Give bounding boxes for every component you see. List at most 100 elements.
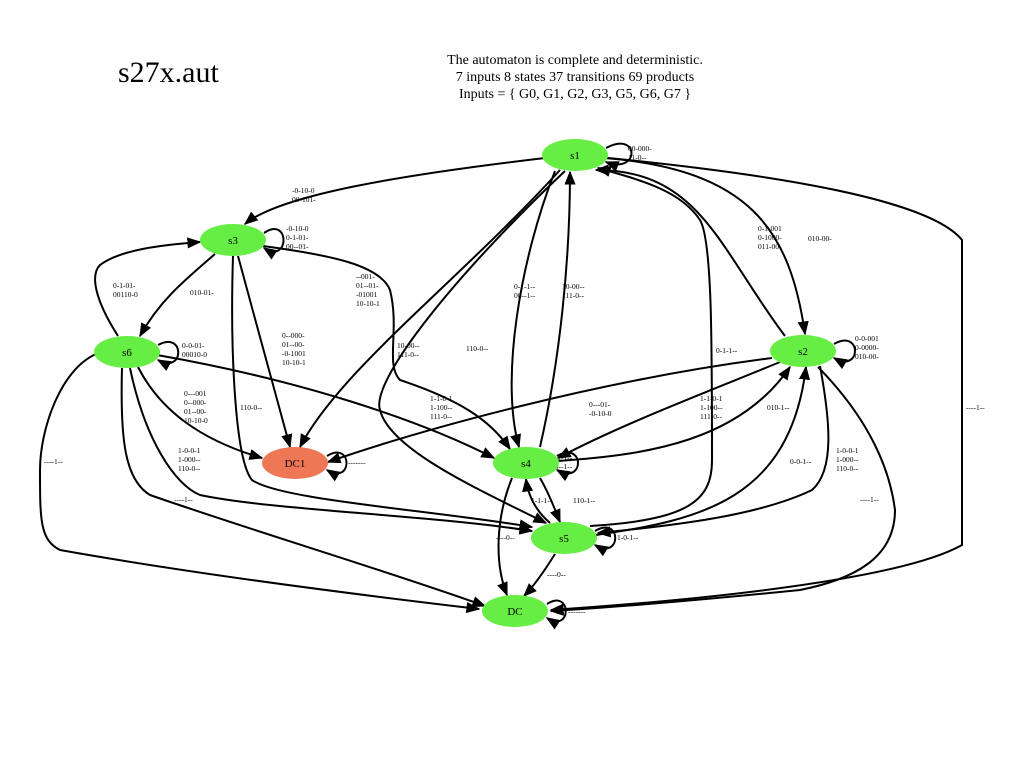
edge-s1-s3 <box>243 157 546 225</box>
edge-label-s1-self: 00-000-11-0-- <box>628 144 652 162</box>
edge-label-line: 10-00-- <box>562 282 585 291</box>
edge-s4-s5 <box>539 477 561 524</box>
edge-s2-s1 <box>594 164 786 337</box>
state-label: s3 <box>228 235 238 247</box>
edge-label-line: 1-0-0-1 <box>836 446 859 455</box>
state-s6: s6 <box>94 336 160 368</box>
edge-label-s5-s2: 0-0-1-- <box>790 457 812 466</box>
state-ellipse <box>770 335 836 367</box>
edge-label-line: 00--01- <box>286 242 309 251</box>
state-ellipse <box>482 595 548 627</box>
edge-label-s4-self: 1-1-1--10--1-- <box>551 453 573 471</box>
edge-s5-self <box>593 526 617 557</box>
edge-DC-self <box>545 599 567 630</box>
edge-label-s6-DC-left: ----1-- <box>44 457 63 466</box>
edge-label-line: -0-1001 <box>282 349 306 358</box>
edge-label-line: -0-10-0 <box>292 186 315 195</box>
edge-s2-DC1 <box>326 357 773 464</box>
edge-s3-DC1 <box>237 255 293 449</box>
edge-label-line: 1-1-0-1 <box>700 394 723 403</box>
state-ellipse <box>493 447 559 479</box>
edge-label-line: 1-100-- <box>430 403 453 412</box>
edge-s4-s1a <box>539 170 576 448</box>
edge-label-line: 010-00- <box>855 352 879 361</box>
edge-layer <box>38 142 964 630</box>
edge-s1-s2 <box>604 157 809 336</box>
edge-label-line: 110-0-- <box>466 344 489 353</box>
edge-s5-s4 <box>522 477 551 524</box>
edge-label-line: 10--1-- <box>551 462 573 471</box>
edge-label-line: 1-0-0-1 <box>178 446 201 455</box>
edge-label-line: 0-0-01- <box>182 341 205 350</box>
edge-label-s6-DC: ----1-- <box>174 495 193 504</box>
summary-line-3: Inputs = { G0, G1, G2, G3, G5, G6, G7 } <box>458 87 692 102</box>
edge-label-s5-s4: 1-1-1-- <box>531 496 553 505</box>
edge-label-s1-s4: 10-00--111-0-- <box>397 341 420 359</box>
edge-label-line: -01001 <box>356 290 377 299</box>
state-s4: s4 <box>493 447 559 479</box>
edge-s6-DC-left <box>38 353 481 614</box>
edge-label-line: 0--000- <box>184 398 207 407</box>
edge-label-line: ----1-- <box>860 495 879 504</box>
edge-label-line: 010-00- <box>808 234 832 243</box>
edge-label-s1-s5: 110-0-- <box>466 344 489 353</box>
edge-label-line: ----1-- <box>44 457 63 466</box>
edge-label-line: 1-100-- <box>700 403 723 412</box>
edge-s3-s6 <box>139 253 216 338</box>
edge-s3-s4 <box>262 245 511 451</box>
state-label: s1 <box>570 150 580 162</box>
edge-label-line: ------- <box>568 607 586 616</box>
edge-label-line: 110-1-- <box>573 496 596 505</box>
edge-label-line: ------- <box>348 458 366 467</box>
state-label: s6 <box>122 347 132 359</box>
edge-label-line: 10-00-- <box>397 341 420 350</box>
edge-label-s3-s5: 110-0-- <box>240 403 263 412</box>
edge-label-line: 0-1-1-- <box>716 346 738 355</box>
edge-label-line: 10-10-0 <box>184 416 208 425</box>
state-label: DC1 <box>285 458 306 470</box>
edge-label-line: 110-0-- <box>836 464 859 473</box>
edge-label-DC-self: ------- <box>568 607 586 616</box>
edge-s2-self <box>832 339 856 370</box>
edge-label-line: ----1-- <box>966 403 985 412</box>
edge-label-line: -0-10-0 <box>286 224 309 233</box>
edge-s3-self <box>262 228 285 260</box>
edge-label-line: ----0-- <box>496 533 515 542</box>
edge-label-s5-self: 1-0-1-- <box>617 533 639 542</box>
edge-label-s6-s3: 0-1-01-00110-0 <box>113 281 138 299</box>
state-s5: s5 <box>531 522 597 554</box>
edge-s6-s4 <box>156 354 496 459</box>
edge-s1-DC1 <box>299 169 561 449</box>
edge-label-s4-s2: 010-1-- <box>767 403 790 412</box>
edge-s2-s4 <box>556 361 781 459</box>
state-ellipse <box>200 224 266 256</box>
edge-label-line: 10-10-1 <box>282 358 306 367</box>
edge-s6-DC <box>120 367 487 607</box>
edge-label-s2-DC1: 0---01--0-10-0 <box>589 400 612 418</box>
edge-label-line: 0-1000- <box>758 233 782 242</box>
edge-label-line: 1-000-- <box>178 455 201 464</box>
summary-line-2: 7 inputs 8 states 37 transitions 69 prod… <box>455 70 695 85</box>
edge-label-line: 0-1-01- <box>113 281 136 290</box>
edge-label-s3-s6: 010-01- <box>190 288 214 297</box>
edge-s5-s2 <box>595 365 811 536</box>
edge-label-line: 0-0000- <box>855 343 879 352</box>
edge-label-line: 0---001 <box>184 389 207 398</box>
edge-label-line: 01--00- <box>184 407 207 416</box>
edge-label-line: 111-0-- <box>397 350 419 359</box>
edge-s4-self <box>555 451 579 482</box>
state-dc: DC <box>482 595 548 627</box>
edge-s5-DC <box>523 553 556 597</box>
edge-s3-s5 <box>231 255 534 531</box>
edge-label-line: ----1-- <box>174 495 193 504</box>
state-label: s5 <box>559 533 569 545</box>
edge-s6-self <box>156 341 180 372</box>
